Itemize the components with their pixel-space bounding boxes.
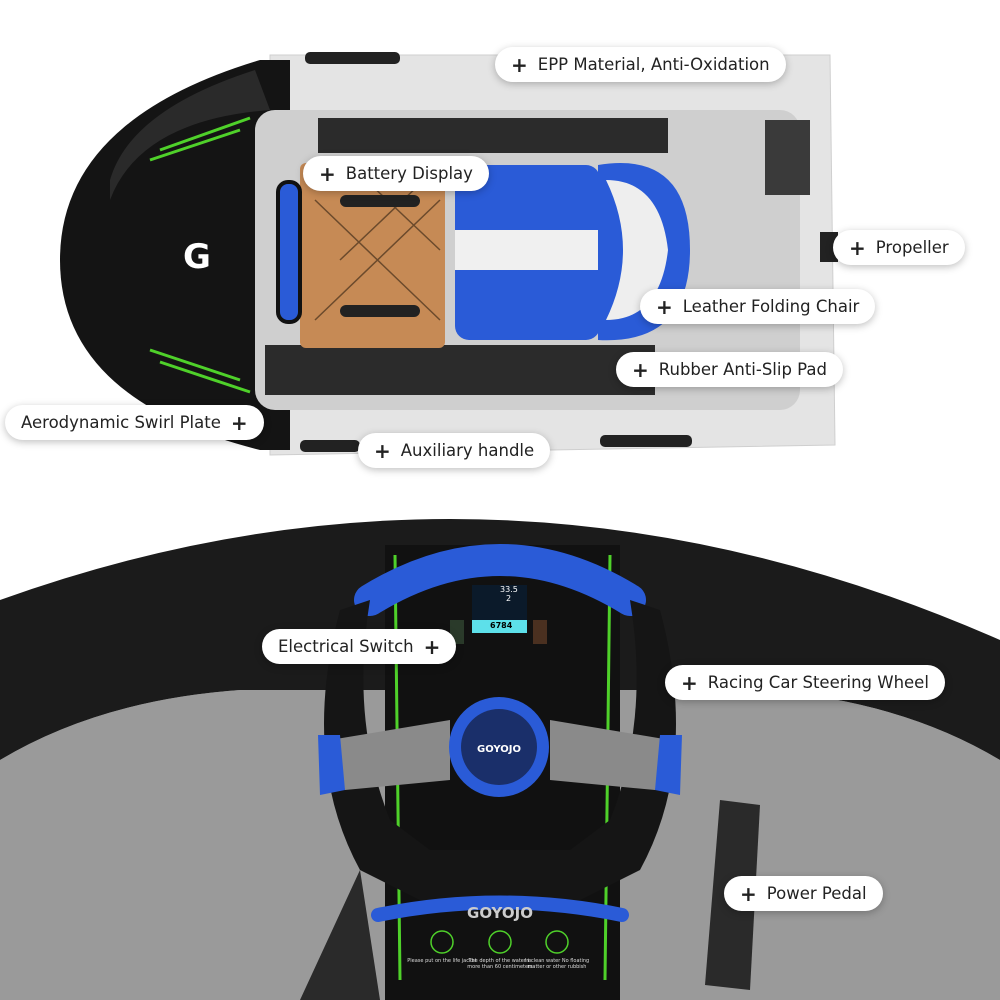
plus-icon: + — [849, 235, 866, 260]
plus-icon: + — [656, 294, 673, 319]
hotspot-propeller[interactable]: + Propeller — [833, 230, 965, 265]
hotspot-battery-display[interactable]: + Battery Display — [303, 156, 489, 191]
anti-slip-pad-bottom — [265, 345, 655, 395]
dashboard-gear: 2 — [506, 594, 512, 603]
hotspot-label: Auxiliary handle — [400, 441, 535, 460]
hotspot-auxiliary-handle[interactable]: + Auxiliary handle — [358, 433, 551, 468]
hotspot-leather-folding-chair[interactable]: + Leather Folding Chair — [640, 289, 876, 324]
safety-note-2: The depth of the water is more than 60 c… — [467, 958, 533, 970]
svg-text:G: G — [183, 237, 211, 277]
hotspot-label: Racing Car Steering Wheel — [707, 673, 929, 692]
hotspot-electrical-switch[interactable]: Electrical Switch + — [262, 629, 457, 664]
dashboard-speed: 33.5 — [500, 585, 518, 594]
safety-note-3: In clean water No floating matter or oth… — [524, 958, 590, 970]
hotspot-label: Rubber Anti-Slip Pad — [658, 360, 827, 379]
hotspot-power-pedal[interactable]: + Power Pedal — [724, 876, 883, 911]
cockpit-view: GOYOJO GOYOJO — [0, 519, 1000, 1000]
plus-icon: + — [511, 52, 528, 77]
hotspot-aerodynamic-swirl-plate[interactable]: Aerodynamic Swirl Plate + — [5, 405, 264, 440]
hotspot-racing-steering-wheel[interactable]: + Racing Car Steering Wheel — [665, 665, 945, 700]
safety-note-1: Please put on the life jacket — [407, 958, 477, 964]
hotspot-label: Leather Folding Chair — [682, 297, 860, 316]
hotspot-label: Battery Display — [345, 164, 473, 183]
plus-icon: + — [632, 357, 649, 382]
hotspot-label: Power Pedal — [766, 884, 867, 903]
hotspot-rubber-anti-slip-pad[interactable]: + Rubber Anti-Slip Pad — [616, 352, 843, 387]
hotspot-label: Electrical Switch — [278, 637, 414, 656]
hotspot-epp-material[interactable]: + EPP Material, Anti-Oxidation — [495, 47, 786, 82]
steering-wheel-rim-top — [354, 544, 646, 616]
hub-brand: GOYOJO — [477, 744, 521, 755]
plus-icon: + — [681, 670, 698, 695]
swirl-plate — [60, 60, 290, 450]
plus-icon: + — [230, 410, 248, 435]
plus-icon: + — [423, 634, 441, 659]
hotspot-label: Aerodynamic Swirl Plate — [21, 413, 221, 432]
plus-icon: + — [740, 881, 757, 906]
console-brand: GOYOJO — [467, 904, 533, 922]
dashboard-odometer: 6784 — [490, 621, 513, 630]
plus-icon: + — [319, 161, 336, 186]
plus-icon: + — [374, 438, 391, 463]
hotspot-label: EPP Material, Anti-Oxidation — [537, 55, 770, 74]
hotspot-label: Propeller — [875, 238, 949, 257]
boat-top-view: G — [60, 52, 838, 456]
anti-slip-pad-top — [318, 118, 668, 153]
